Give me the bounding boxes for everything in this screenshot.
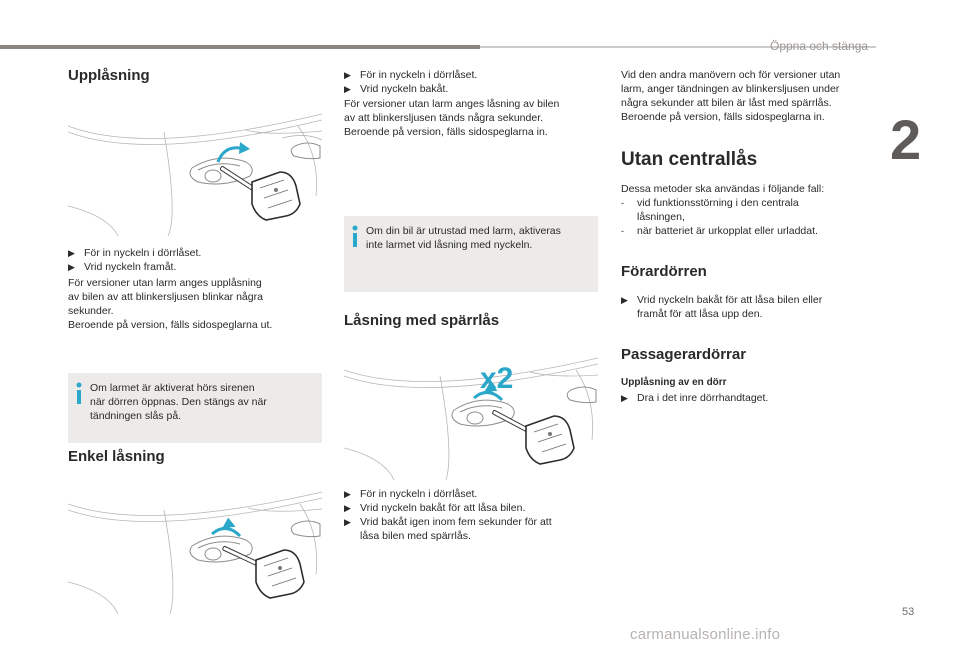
passenger-doors-title: Passagerardörrar xyxy=(621,346,747,363)
section-title: Öppna och stänga xyxy=(770,39,869,53)
deadlock-steps: ▶För in nyckeln i dörrlåset. ▶Vrid nycke… xyxy=(344,488,552,542)
step-arrow-icon: ▶ xyxy=(344,503,351,513)
step-arrow-icon: ▶ xyxy=(621,295,628,305)
top-rule-light xyxy=(480,46,876,48)
illustration-unlock xyxy=(68,96,322,236)
step-arrow-icon: ▶ xyxy=(344,84,351,94)
deadlock-intro: Vid den andra manövern och för versioner… xyxy=(621,69,841,123)
top-rule xyxy=(0,45,480,49)
unlock-text: För versioner utan larm anges upplåsning… xyxy=(68,277,273,331)
lock-text: För versioner utan larm anges låsning av… xyxy=(344,98,560,138)
simple-lock-title: Enkel låsning xyxy=(68,448,165,465)
illustration-simple-lock xyxy=(68,478,322,614)
unlock-steps: ▶För in nyckeln i dörrlåset. ▶Vrid nycke… xyxy=(68,247,202,273)
info-box-alarm-lock: Om din bil är utrustad med larm, aktiver… xyxy=(344,216,598,292)
step-arrow-icon: ▶ xyxy=(68,262,75,272)
dash-bullet: - xyxy=(621,226,624,236)
step-arrow-icon: ▶ xyxy=(68,248,75,258)
illustration-deadlock: x2 xyxy=(344,342,598,480)
page-number: 53 xyxy=(902,606,915,618)
step-arrow-icon: ▶ xyxy=(621,393,628,403)
lock-steps: ▶För in nyckeln i dörrlåset. ▶Vrid nycke… xyxy=(344,69,478,95)
passenger-steps: ▶Dra i det inre dörrhandtaget. xyxy=(621,392,769,404)
dash-bullet: - xyxy=(621,198,624,208)
no-central-title: Utan centrallås xyxy=(621,149,758,170)
deadlock-badge: x2 xyxy=(480,362,513,395)
step-arrow-icon: ▶ xyxy=(344,70,351,80)
info-icon xyxy=(76,382,82,404)
driver-door-title: Förardörren xyxy=(621,263,707,280)
driver-door-steps: ▶Vrid nyckeln bakåt för att låsa bilen e… xyxy=(621,294,823,320)
unlock-one-door-title: Upplåsning av en dörr xyxy=(621,377,727,388)
info-icon xyxy=(352,225,358,247)
deadlock-title: Låsning med spärrlås xyxy=(344,312,500,329)
no-central-text: Dessa metoder ska användas i följande fa… xyxy=(621,183,825,237)
chapter-number: 2 xyxy=(890,108,922,171)
unlock-title: Upplåsning xyxy=(68,67,150,84)
step-arrow-icon: ▶ xyxy=(344,489,351,499)
watermark: carmanualsonline.info xyxy=(630,626,781,643)
step-arrow-icon: ▶ xyxy=(344,517,351,527)
info-box-alarm: Om larmet är aktiverat hörs sirenen när … xyxy=(68,373,322,443)
